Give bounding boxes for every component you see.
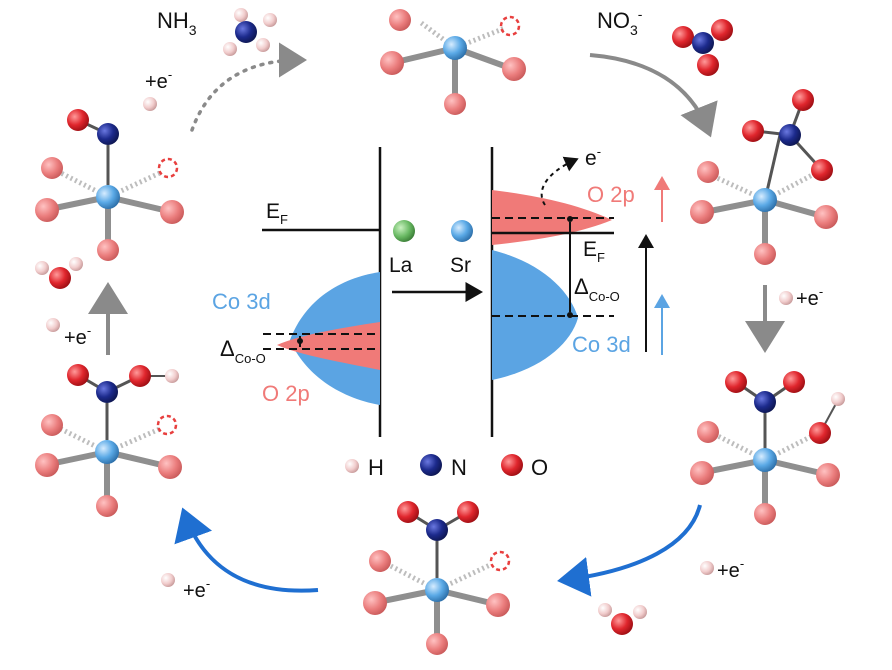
site-left-bottom	[35, 364, 182, 517]
no3-molecule	[672, 19, 733, 76]
arrow-no3-adsorb	[589, 53, 718, 138]
site-top-center	[380, 9, 526, 115]
sr-atom	[451, 220, 473, 242]
band-diagram: EF Co 3d ΔCo-O O 2p La Sr e- O 2p	[212, 144, 670, 437]
label-step-e-right: +e-	[796, 284, 823, 310]
water-molecule-bottom	[598, 603, 647, 635]
label-electron-out: e-	[585, 144, 601, 170]
label-step-e-left: +e-	[64, 323, 91, 349]
label-sr: Sr	[450, 254, 471, 277]
label-nh3: NH3	[157, 8, 197, 38]
nh3-molecule	[223, 8, 277, 56]
site-right-top	[690, 89, 838, 265]
label-step-e-bottom-right: +e-	[717, 556, 744, 582]
arrow-electron-out	[540, 156, 579, 206]
arrow-step-bottom-right	[557, 504, 702, 597]
site-right-bottom	[690, 371, 845, 525]
label-co3d-left: Co 3d	[212, 289, 271, 314]
label-delta-right: ΔCo-O	[574, 274, 620, 304]
label-delta-left: ΔCo-O	[220, 336, 266, 366]
legend-n-icon	[420, 454, 442, 476]
cycle-arrows	[88, 42, 785, 597]
vacancy-icon	[157, 157, 179, 179]
legend-o-label: O	[531, 455, 548, 480]
site-bottom-center	[363, 501, 511, 655]
site-left-top	[35, 109, 184, 261]
label-fermi-left: EF	[266, 200, 288, 227]
label-step-e-top-left: +e-	[145, 67, 172, 93]
vacancy-icon	[156, 414, 178, 436]
atom-legend: H N O	[345, 454, 548, 480]
label-fermi-right: EF	[583, 238, 605, 265]
arrow-step-bottom-left	[174, 507, 319, 593]
label-la: La	[389, 254, 413, 277]
label-step-e-bottom-left: +e-	[183, 576, 210, 602]
water-molecule-left	[35, 257, 83, 289]
vacancy-icon	[489, 550, 511, 572]
la-atom	[393, 220, 415, 242]
label-o2p-left: O 2p	[262, 381, 310, 406]
vacancy-icon	[499, 15, 521, 37]
legend-n-label: N	[451, 455, 467, 480]
label-co3d-right: Co 3d	[572, 332, 631, 357]
arrow-nh3-release	[190, 42, 307, 132]
label-o2p-right: O 2p	[587, 182, 635, 207]
legend-h-icon	[345, 459, 359, 473]
legend-h-label: H	[368, 455, 384, 480]
label-no3: NO3-	[597, 6, 643, 38]
legend-o-icon	[501, 454, 523, 476]
